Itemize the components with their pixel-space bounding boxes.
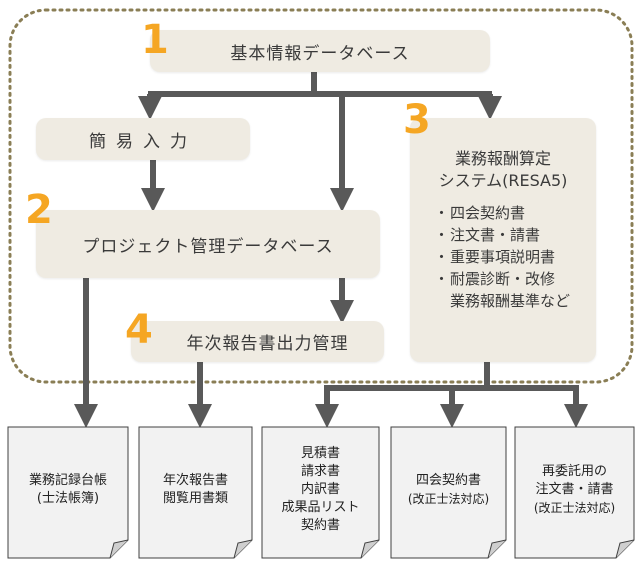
project-database-label: プロジェクト管理データベース [82, 236, 334, 257]
document-3-line: 成果品リスト [281, 499, 360, 515]
step-number-1: 1 [141, 17, 169, 63]
document-4: 四会契約書 (改正士法対応) [391, 427, 506, 552]
fee-system-title-line2: システム(RESA5) [438, 171, 568, 190]
system-boundary [8, 8, 634, 384]
document-fold-4 [487, 539, 507, 559]
document-1: 業務記録台帳 (士法帳簿) [8, 427, 128, 552]
simple-input-label: 簡易入力 [89, 131, 197, 152]
document-3-line: 契約書 [300, 517, 340, 533]
document-fold-3 [360, 539, 380, 559]
simple-input-box: 簡易入力 [36, 118, 250, 160]
fee-system-item-continuation: 業務報酬基準など [449, 292, 570, 310]
fee-system-title-line1: 業務報酬算定 [454, 149, 551, 168]
fee-system-list: 四会契約書 注文書・請書 重要事項説明書 耐震診断・改修 業務報酬基準など [434, 202, 570, 312]
document-2-line: 閲覧用書類 [162, 490, 228, 506]
document-3-line: 見積書 [300, 445, 340, 461]
document-fold-5 [615, 539, 635, 559]
fee-system-box: 業務報酬算定 システム(RESA5) 四会契約書 注文書・請書 重要事項説明書 … [410, 118, 596, 362]
document-5-line: (改正士法対応) [533, 500, 616, 515]
document-1-line: 業務記録台帳 [28, 472, 107, 488]
document-3-line: 請求書 [300, 463, 340, 479]
fee-system-item: 四会契約書 [434, 202, 570, 224]
document-3-line: 内訳書 [300, 481, 340, 497]
document-2-line: 年次報告書 [162, 472, 228, 488]
document-5: 再委託用の 注文書・請書 (改正士法対応) [515, 427, 634, 552]
document-2: 年次報告書 閲覧用書類 [139, 427, 252, 552]
document-5-line: 注文書・請書 [535, 481, 614, 497]
fee-system-item: 重要事項説明書 [434, 246, 570, 268]
document-shapes [7, 426, 635, 559]
fee-system-item: 注文書・請書 [434, 224, 570, 246]
annual-report-label: 年次報告書出力管理 [186, 334, 349, 354]
document-fold-2 [233, 539, 253, 559]
document-5-line: 再委託用の [541, 463, 607, 479]
step-number-3: 3 [403, 97, 431, 143]
document-fold-1 [109, 539, 129, 559]
step-number-4: 4 [125, 307, 153, 353]
basic-info-database-box: 基本情報データベース [150, 30, 490, 72]
fee-system-item: 耐震診断・改修 [434, 268, 570, 290]
step-number-2: 2 [25, 187, 53, 233]
basic-info-database-label: 基本情報データベース [230, 43, 410, 64]
document-1-line: (士法帳簿) [36, 490, 100, 506]
annual-report-box: 年次報告書出力管理 [131, 321, 384, 362]
project-database-box: プロジェクト管理データベース [36, 210, 380, 278]
document-3: 見積書 請求書 内訳書 成果品リスト 契約書 [262, 427, 379, 552]
document-4-line: 四会契約書 [415, 472, 481, 488]
connectors [74, 72, 588, 428]
document-4-line: (改正士法対応) [407, 491, 490, 506]
